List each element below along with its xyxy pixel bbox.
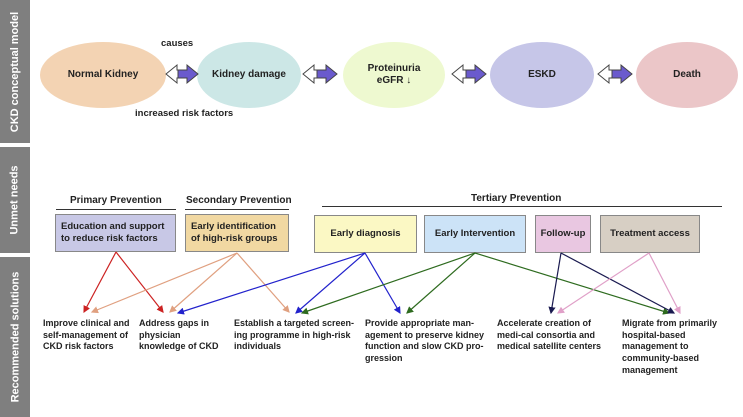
connector-line (364, 252, 401, 315)
connector-line (300, 252, 476, 315)
secondary-prevention-header: Secondary Prevention (186, 195, 292, 206)
proteinuria-node: Proteinuria eGFR ↓ (343, 42, 445, 108)
eskd-node: ESKD (490, 42, 594, 108)
double-arrow-icon (451, 63, 487, 85)
education-label: Education and support to reduce risk fac… (61, 220, 165, 244)
double-arrow-icon (302, 63, 338, 85)
secondary-prevention-line (185, 209, 289, 210)
connector-line (176, 252, 366, 315)
sidebar-model: CKD conceptual model (0, 0, 30, 143)
connector-line (236, 252, 290, 313)
solution-accelerate: Accelerate creation of medi-cal consorti… (497, 318, 602, 352)
death-node: Death (636, 42, 738, 108)
early-intervention-label: Early Intervention (434, 227, 516, 239)
causes-label: causes (161, 38, 194, 49)
connector-line (295, 252, 366, 314)
tertiary-prevention-line (322, 206, 722, 207)
treatment-access-label: Treatment access (610, 227, 690, 239)
early-intervention-box: Early Intervention (424, 215, 526, 253)
double-arrow-icon (597, 63, 633, 85)
connector-line (560, 252, 676, 314)
risk-factors-label: increased risk factors (135, 108, 234, 119)
sidebar-solutions: Recommended solutions (0, 257, 30, 417)
early-identification-box: Early identification of high-risk groups (185, 214, 289, 252)
eskd-label: ESKD (528, 68, 556, 80)
double-arrow-icon (165, 63, 199, 85)
normal-kidney-label: Normal Kidney (67, 68, 139, 80)
primary-prevention-line (56, 209, 176, 210)
connector-line (648, 252, 681, 315)
connector-line (169, 252, 238, 313)
kidney-damage-label: Kidney damage (212, 68, 286, 80)
connector-line (83, 251, 117, 314)
follow-up-label: Follow-up (540, 227, 586, 239)
connector-line (474, 252, 671, 315)
early-identification-label: Early identification of high-risk groups (191, 220, 278, 244)
solution-establish: Establish a targeted screen-ing programm… (234, 318, 355, 352)
solution-improve: Improve clinical and self-management of … (43, 318, 130, 352)
connector-line (406, 252, 476, 314)
solution-provide: Provide appropriate man-agement to prese… (365, 318, 485, 364)
sidebar-needs: Unmet needs (0, 147, 30, 253)
solution-migrate: Migrate from primarily hospital-based ma… (622, 318, 718, 375)
solution-address: Address gaps in physician knowledge of C… (139, 318, 219, 352)
kidney-damage-node: Kidney damage (197, 42, 301, 108)
connector-line (115, 251, 164, 313)
connector-line (548, 252, 562, 315)
death-label: Death (673, 68, 701, 80)
early-diagnosis-box: Early diagnosis (314, 215, 417, 253)
connector-line (90, 252, 238, 314)
tertiary-prevention-header: Tertiary Prevention (471, 193, 562, 204)
egfr-label: eGFR ↓ (376, 75, 412, 86)
primary-prevention-header: Primary Prevention (70, 195, 162, 206)
education-box: Education and support to reduce risk fac… (55, 214, 176, 252)
proteinuria-label: Proteinuria (367, 62, 421, 74)
connector-line (556, 252, 650, 314)
follow-up-box: Follow-up (535, 215, 591, 253)
treatment-access-box: Treatment access (600, 215, 700, 253)
early-diagnosis-label: Early diagnosis (330, 227, 401, 239)
normal-kidney-node: Normal Kidney (40, 42, 166, 108)
